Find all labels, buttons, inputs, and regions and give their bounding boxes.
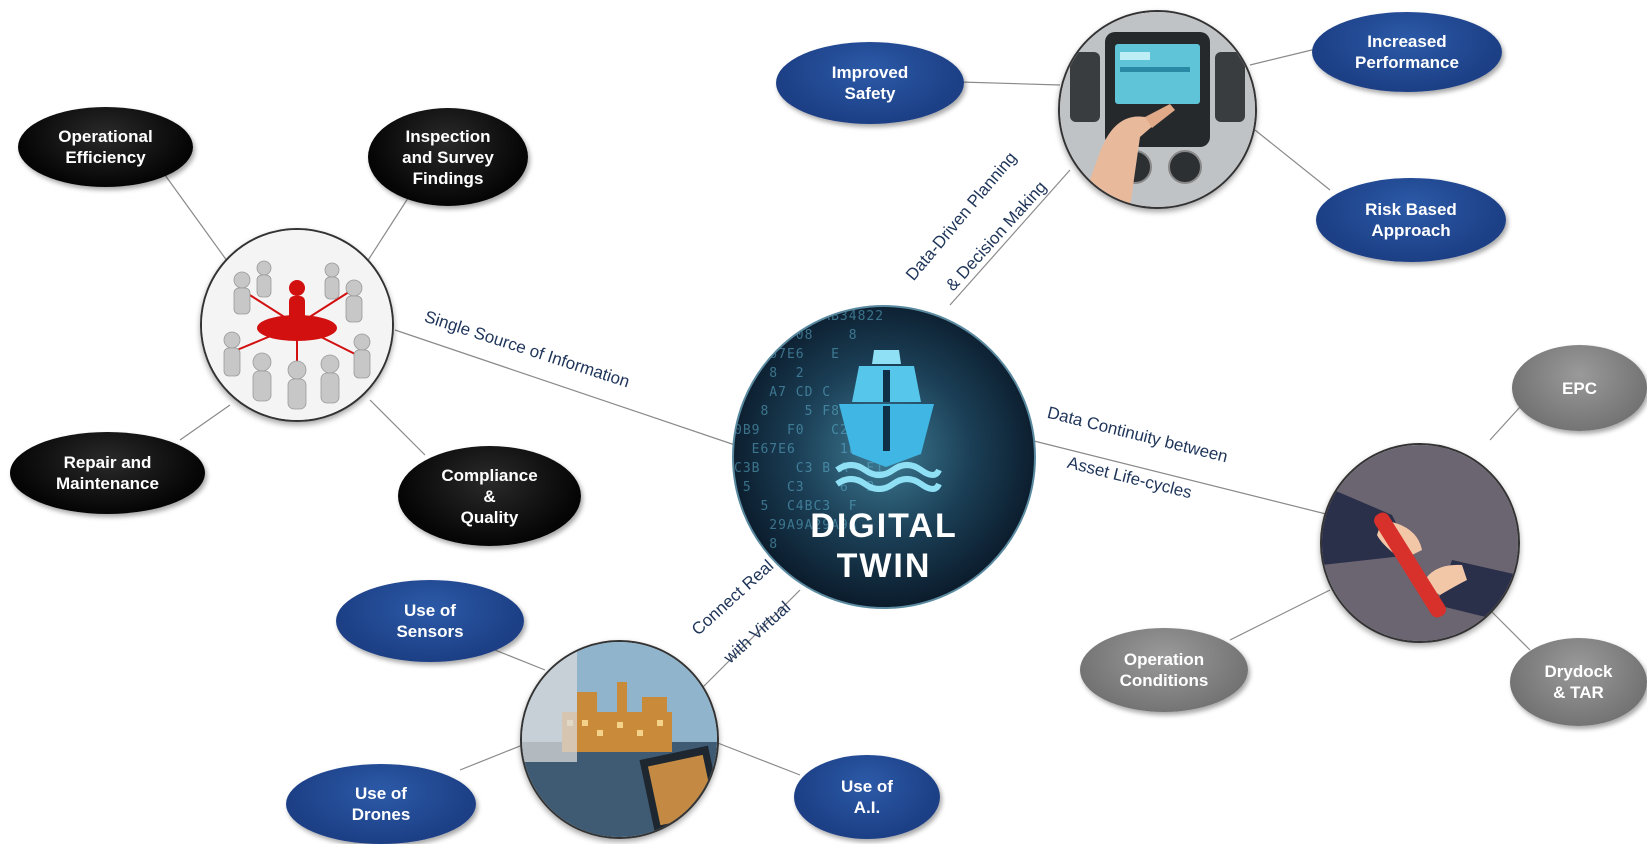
- node-operational-efficiency: Operational Efficiency: [18, 107, 193, 187]
- node-use-of-sensors: Use of Sensors: [336, 580, 524, 662]
- node-drydock-tar: Drydock & TAR: [1510, 638, 1647, 726]
- node-use-of-drones: Use of Drones: [286, 764, 476, 844]
- node-compliance-quality: Compliance & Quality: [398, 446, 581, 546]
- node-repair-maintenance: Repair and Maintenance: [10, 432, 205, 514]
- people-network-image: [200, 228, 394, 422]
- node-increased-performance: Increased Performance: [1312, 12, 1502, 92]
- node-operation-conditions: Operation Conditions: [1080, 628, 1248, 712]
- digital-twin-center: 8 AB23AB34822 8F68908 8 8F67E6 E A 8 2 A…: [732, 305, 1036, 609]
- baton-handover-image: [1320, 443, 1520, 643]
- node-use-of-ai: Use of A.I.: [794, 755, 940, 839]
- car-dashboard-image: [1058, 10, 1257, 209]
- node-improved-safety: Improved Safety: [776, 42, 964, 124]
- digital-label: DIGITAL: [810, 507, 958, 545]
- node-inspection-survey-findings: Inspection and Survey Findings: [368, 108, 528, 206]
- ship-icon: [835, 350, 942, 492]
- offshore-platform-image: [520, 640, 719, 839]
- node-risk-based-approach: Risk Based Approach: [1316, 178, 1506, 262]
- twin-label: TWIN: [836, 547, 932, 585]
- node-epc: EPC: [1512, 345, 1647, 431]
